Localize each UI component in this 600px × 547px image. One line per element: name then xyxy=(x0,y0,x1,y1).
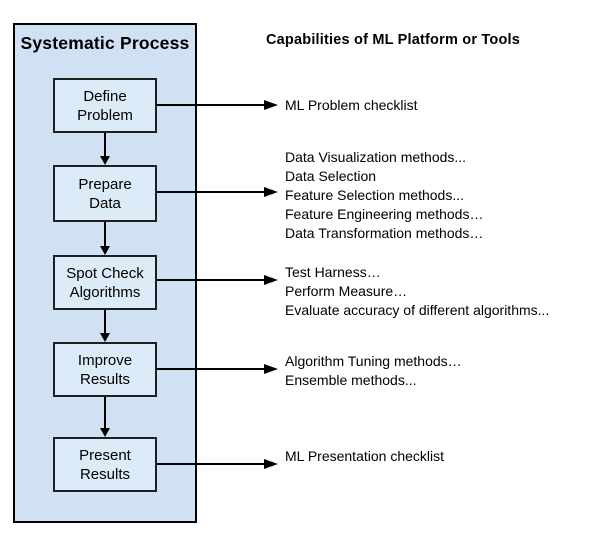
capability-line: ML Presentation checklist xyxy=(285,448,444,464)
arrow-shaft xyxy=(104,133,106,156)
arrow-shaft xyxy=(156,279,264,281)
step-box-spot-check-algorithms: Spot Check Algorithms xyxy=(53,255,157,310)
panel-title: Systematic Process xyxy=(20,33,190,53)
capability-group-define-problem: ML Problem checklist xyxy=(285,96,418,115)
capability-line: ML Problem checklist xyxy=(285,97,418,113)
capability-group-spot-check: Test Harness… Perform Measure… Evaluate … xyxy=(285,263,549,320)
step-box-define-problem: Define Problem xyxy=(53,78,157,133)
step-box-improve-results: Improve Results xyxy=(53,342,157,397)
capability-line: Data Visualization methods... xyxy=(285,149,467,165)
arrow-head-icon xyxy=(264,275,278,285)
arrow-shaft xyxy=(104,397,106,428)
capability-line: Data Transformation methods… xyxy=(285,225,484,241)
capability-line: Perform Measure… xyxy=(285,283,408,299)
capability-line: Feature Selection methods... xyxy=(285,187,464,203)
capability-group-prepare-data: Data Visualization methods... Data Selec… xyxy=(285,148,483,243)
capabilities-header: Capabilities of ML Platform or Tools xyxy=(266,32,520,48)
arrow-head-icon xyxy=(100,333,110,342)
arrow-shaft xyxy=(156,191,264,193)
capability-line: Evaluate accuracy of different algorithm… xyxy=(285,302,550,318)
arrow-shaft xyxy=(104,222,106,246)
capability-group-present-results: ML Presentation checklist xyxy=(285,447,444,466)
arrow-head-icon xyxy=(100,156,110,165)
step-box-present-results: Present Results xyxy=(53,437,157,492)
capability-line: Algorithm Tuning methods… xyxy=(285,353,462,369)
step-box-prepare-data: Prepare Data xyxy=(53,165,157,222)
arrow-head-icon xyxy=(264,187,278,197)
capability-line: Ensemble methods... xyxy=(285,372,417,388)
capability-line: Feature Engineering methods… xyxy=(285,206,484,222)
capability-line: Test Harness… xyxy=(285,264,381,280)
arrow-head-icon xyxy=(264,100,278,110)
arrow-shaft xyxy=(156,463,264,465)
arrow-head-icon xyxy=(100,428,110,437)
arrow-head-icon xyxy=(100,246,110,255)
arrow-head-icon xyxy=(264,364,278,374)
arrow-shaft xyxy=(156,368,264,370)
capability-line: Data Selection xyxy=(285,168,377,184)
arrow-shaft xyxy=(104,310,106,333)
arrow-shaft xyxy=(156,104,264,106)
arrow-head-icon xyxy=(264,459,278,469)
capability-group-improve-results: Algorithm Tuning methods… Ensemble metho… xyxy=(285,352,462,390)
